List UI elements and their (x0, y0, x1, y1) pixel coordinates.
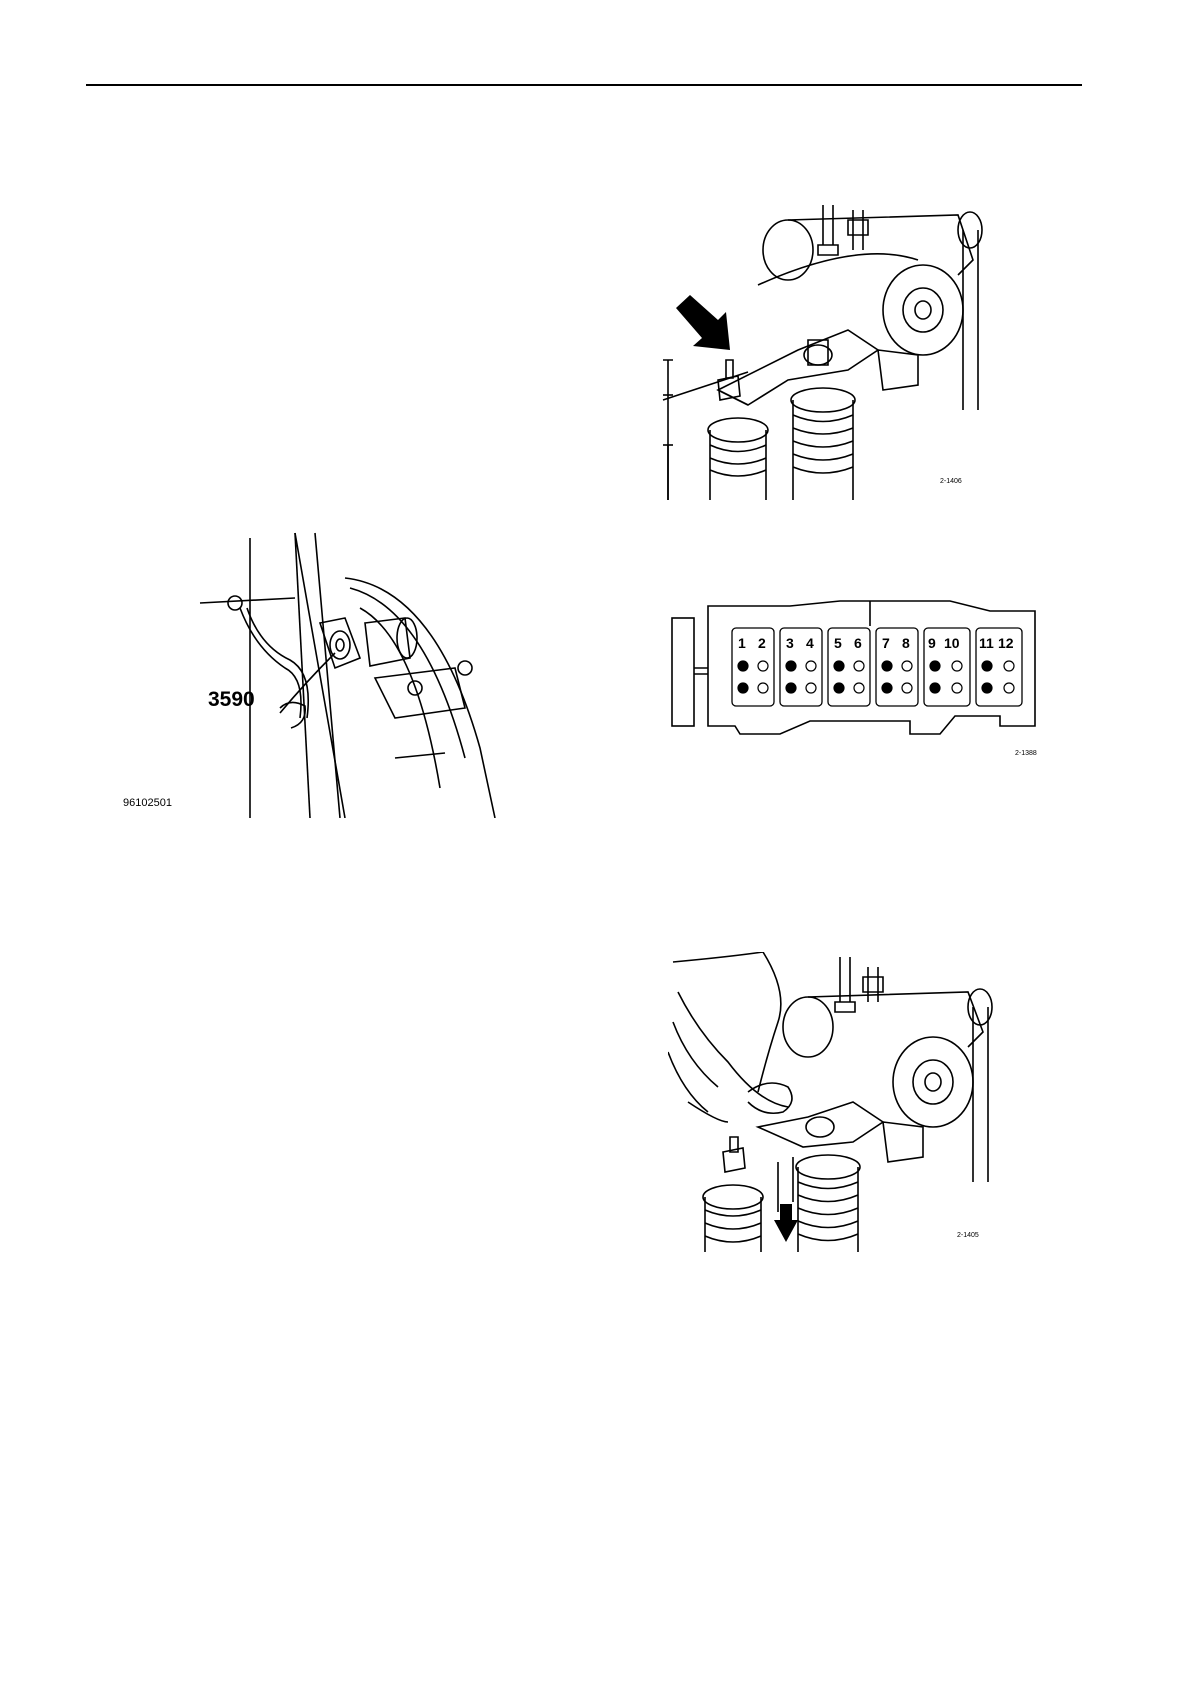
filled-valve-marker (930, 683, 940, 693)
cylinder-label: 9 (928, 635, 936, 651)
rocker-press-illustration (668, 952, 1008, 1252)
open-valve-marker (854, 683, 864, 693)
filled-valve-marker (882, 661, 892, 671)
open-valve-marker (806, 683, 816, 693)
open-valve-marker (806, 661, 816, 671)
cylinder-label: 8 (902, 635, 910, 651)
cylinder-label: 10 (944, 635, 960, 651)
cylinder-label: 6 (854, 635, 862, 651)
valve-arrangement-diagram: 1 2 3 4 5 6 7 8 9 10 11 12 (670, 596, 1040, 756)
open-valve-marker (952, 683, 962, 693)
cylinder-label: 7 (882, 635, 890, 651)
cylinder-label: 11 (979, 635, 994, 651)
cylinder-label: 3 (786, 635, 794, 651)
valve-diagram-drawing: 1 2 3 4 5 6 7 8 9 10 11 12 (670, 596, 1040, 756)
rocker-feeler-code: 2-1406 (940, 478, 962, 485)
open-valve-marker (1004, 661, 1014, 671)
cylinder-groups: 1 2 3 4 5 6 7 8 9 10 11 12 (732, 628, 1022, 706)
filled-valve-marker (834, 661, 844, 671)
filled-valve-marker (738, 661, 748, 671)
engine-tool-illustration: 3590 (195, 528, 515, 818)
filled-valve-marker (834, 683, 844, 693)
tool-callout-label: 3590 (208, 688, 255, 712)
engine-tool-drawing (195, 528, 515, 818)
open-valve-marker (952, 661, 962, 671)
cylinder-label: 4 (806, 635, 814, 651)
rocker-feeler-drawing (658, 200, 1018, 500)
cylinder-label: 2 (758, 635, 766, 651)
filled-valve-marker (786, 661, 796, 671)
rocker-press-drawing (668, 952, 1008, 1252)
filled-valve-marker (786, 683, 796, 693)
cylinder-label: 5 (834, 635, 842, 651)
rocker-press-code: 2-1405 (957, 1232, 979, 1239)
engine-figure-code: 96102501 (123, 797, 172, 809)
open-valve-marker (1004, 683, 1014, 693)
rocker-feeler-illustration (658, 200, 1018, 500)
filled-valve-marker (882, 683, 892, 693)
valve-diagram-code: 2-1388 (1015, 750, 1037, 757)
direction-arrow-icon (676, 295, 730, 350)
open-valve-marker (758, 683, 768, 693)
filled-valve-marker (982, 661, 992, 671)
filled-valve-marker (982, 683, 992, 693)
filled-valve-marker (738, 683, 748, 693)
open-valve-marker (902, 683, 912, 693)
cylinder-label: 1 (738, 635, 746, 651)
open-valve-marker (854, 661, 864, 671)
cylinder-label: 12 (998, 635, 1014, 651)
header-rule (86, 84, 1082, 86)
filled-valve-marker (930, 661, 940, 671)
open-valve-marker (902, 661, 912, 671)
open-valve-marker (758, 661, 768, 671)
